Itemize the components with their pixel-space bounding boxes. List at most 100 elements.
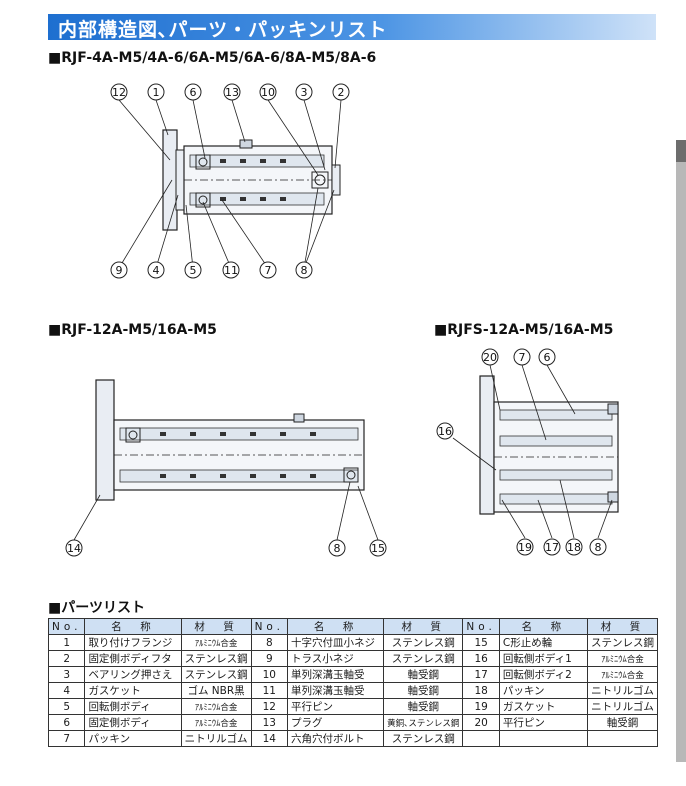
- col-name: 名 称: [287, 618, 385, 635]
- callout-11: 11: [224, 264, 238, 277]
- callout-15: 15: [371, 542, 385, 555]
- cell-no: 6: [47, 714, 86, 731]
- cell-name: 平行ピン: [498, 714, 588, 731]
- cell-no: 7: [47, 730, 86, 747]
- callout-9: 9: [116, 264, 123, 277]
- callout-18: 18: [567, 541, 581, 554]
- cell-material: ステンレス鋼: [383, 634, 464, 651]
- cell-material: ステンレス鋼: [383, 730, 464, 747]
- callout-12: 12: [112, 86, 126, 99]
- cell-no: 3: [47, 666, 86, 683]
- cell-no: 14: [250, 730, 289, 747]
- callout-10: 10: [261, 86, 275, 99]
- cell-name: プラグ: [287, 714, 385, 731]
- col-material: 材 質: [586, 618, 659, 635]
- cell-no: 5: [47, 698, 86, 715]
- side-tab-marker: [676, 140, 686, 162]
- cell-name: 回転側ボディ2: [498, 666, 588, 683]
- callout-16: 16: [438, 425, 452, 438]
- col-name: 名 称: [84, 618, 182, 635]
- callout-8b: 8: [334, 542, 341, 555]
- cell-name: 固定側ボディ: [84, 714, 182, 731]
- cell-name: ガスケット: [498, 698, 588, 715]
- cell-material: 軸受鋼: [383, 698, 464, 715]
- col-no: No.: [47, 618, 86, 635]
- cell-no: 16: [462, 650, 500, 667]
- cell-no: 11: [250, 682, 289, 699]
- callout-4: 4: [153, 264, 160, 277]
- diagram-1-title: ■RJF-4A-M5/4A-6/6A-M5/6A-6/8A-M5/8A-6: [48, 50, 377, 66]
- side-tab-strip: [676, 162, 686, 762]
- cell-no: 20: [462, 714, 500, 731]
- callout-8c: 8: [595, 541, 602, 554]
- diagram-2-title: ■RJF-12A-M5/16A-M5: [48, 322, 217, 338]
- cell-material: ステンレス鋼: [180, 650, 252, 667]
- cell-name: 回転側ボディ: [84, 698, 182, 715]
- callout-19: 19: [518, 541, 532, 554]
- diagram-3-title: ■RJFS-12A-M5/16A-M5: [434, 322, 614, 338]
- cell-name: C形止め輪: [498, 634, 588, 651]
- cell-name: トラス小ネジ: [287, 650, 385, 667]
- callout-20: 20: [483, 351, 497, 364]
- cell-name: 固定側ボディフタ: [84, 650, 182, 667]
- cell-name: パッキン: [498, 682, 588, 699]
- callout-6: 6: [190, 86, 197, 99]
- cell-material: ステンレス鋼: [180, 666, 252, 683]
- cell-no: 19: [462, 698, 500, 715]
- cell-name: 単列深溝玉軸受: [287, 682, 385, 699]
- page-title: 内部構造図､パーツ・パッキンリスト: [58, 19, 388, 41]
- callout-3: 3: [301, 86, 308, 99]
- cell-name: ガスケット: [84, 682, 182, 699]
- cell-no: 15: [462, 634, 500, 651]
- cell-material: ニトリルゴム: [180, 730, 252, 747]
- callout-7: 7: [265, 264, 272, 277]
- col-name: 名 称: [498, 618, 588, 635]
- callout-5: 5: [190, 264, 197, 277]
- callout-2: 2: [338, 86, 345, 99]
- cell-no: 2: [47, 650, 86, 667]
- cell-no: 17: [462, 666, 500, 683]
- cell-name: 単列深溝玉軸受: [287, 666, 385, 683]
- diagram-rjf-small: 12 1 6 13 10 3 2 9 4 5 11 7 8: [110, 83, 350, 279]
- cell-no: 18: [462, 682, 500, 699]
- diagram-rjf-large: 14 8 15: [65, 379, 387, 557]
- col-no: No.: [462, 618, 500, 635]
- cell-no: 12: [250, 698, 289, 715]
- cell-material: ｱﾙﾐﾆｳﾑ合金: [180, 634, 252, 651]
- cell-name: ベアリング押さえ: [84, 666, 182, 683]
- header-banner: 内部構造図､パーツ・パッキンリスト: [48, 14, 656, 41]
- callout-1: 1: [153, 86, 160, 99]
- cell-no: 8: [250, 634, 289, 651]
- cell-no: 4: [47, 682, 86, 699]
- cell-material: 軸受鋼: [383, 682, 464, 699]
- cell-name: 回転側ボディ1: [498, 650, 588, 667]
- cell-material: ゴム NBR黒: [180, 682, 252, 699]
- col-no: No.: [250, 618, 289, 635]
- cell-material: ｱﾙﾐﾆｳﾑ合金: [180, 714, 252, 731]
- cell-no: 1: [47, 634, 86, 651]
- cell-material: ｱﾙﾐﾆｳﾑ合金: [586, 666, 659, 683]
- cell-material: ニトリルゴム: [586, 682, 659, 699]
- cell-name: パッキン: [84, 730, 182, 747]
- cell-name: 十字穴付皿小ネジ: [287, 634, 385, 651]
- cell-name: 平行ピン: [287, 698, 385, 715]
- callout-8: 8: [301, 264, 308, 277]
- callout-14: 14: [67, 542, 81, 555]
- diagram-rjfs-large: 20 7 6 16 19 17 18 8: [436, 348, 619, 556]
- callout-7b: 7: [519, 351, 526, 364]
- cell-material: 軸受鋼: [383, 666, 464, 683]
- col-material: 材 質: [383, 618, 464, 635]
- callout-17: 17: [545, 541, 559, 554]
- cell-no: 9: [250, 650, 289, 667]
- cell-material: 黄銅､ステンレス鋼: [383, 714, 464, 731]
- cell-material: 軸受鋼: [586, 714, 659, 731]
